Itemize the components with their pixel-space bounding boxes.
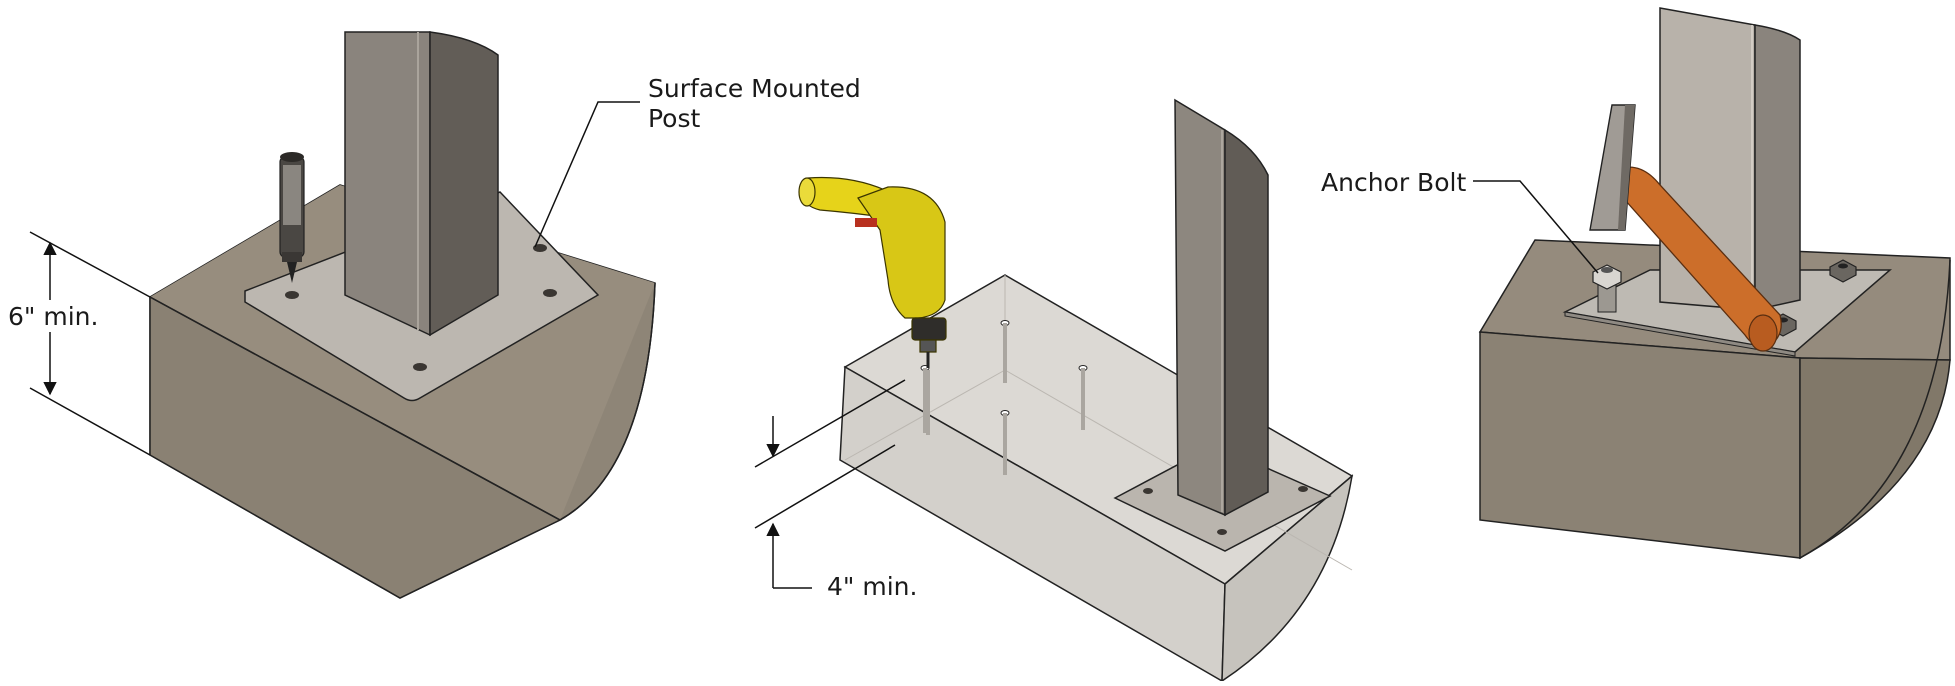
hammer-icon (1589, 104, 1782, 352)
dimension-6-inch (29, 231, 151, 456)
nut-icon (1829, 259, 1857, 283)
plate-hole (285, 291, 299, 299)
label-line: Post (648, 104, 701, 133)
leader-anchor-bolt (1473, 180, 1599, 274)
panel-mark-holes (29, 31, 656, 599)
plate-hole (413, 363, 427, 371)
panel-anchor-bolt (1473, 7, 1951, 560)
label-line: Surface Mounted (648, 74, 861, 103)
label-four-inch-min: 4" min. (827, 572, 918, 601)
label-surface-mounted-post: Surface Mounted Post (648, 74, 861, 134)
marker-pen-icon (279, 152, 305, 283)
plate-hole (533, 244, 547, 252)
label-six-inch-min: 6" min. (8, 302, 99, 331)
plate-hole (543, 289, 557, 297)
dimension-4-inch (754, 379, 906, 589)
post-1 (344, 31, 499, 337)
power-drill-icon (798, 176, 947, 368)
drilled-holes (920, 320, 1088, 475)
label-anchor-bolt: Anchor Bolt (1321, 168, 1467, 197)
leader-surface-mounted-post (534, 101, 640, 248)
anchor-bolt-icon (1592, 264, 1622, 313)
panel-drill-holes (754, 98, 1354, 683)
post-2 (1174, 98, 1269, 517)
